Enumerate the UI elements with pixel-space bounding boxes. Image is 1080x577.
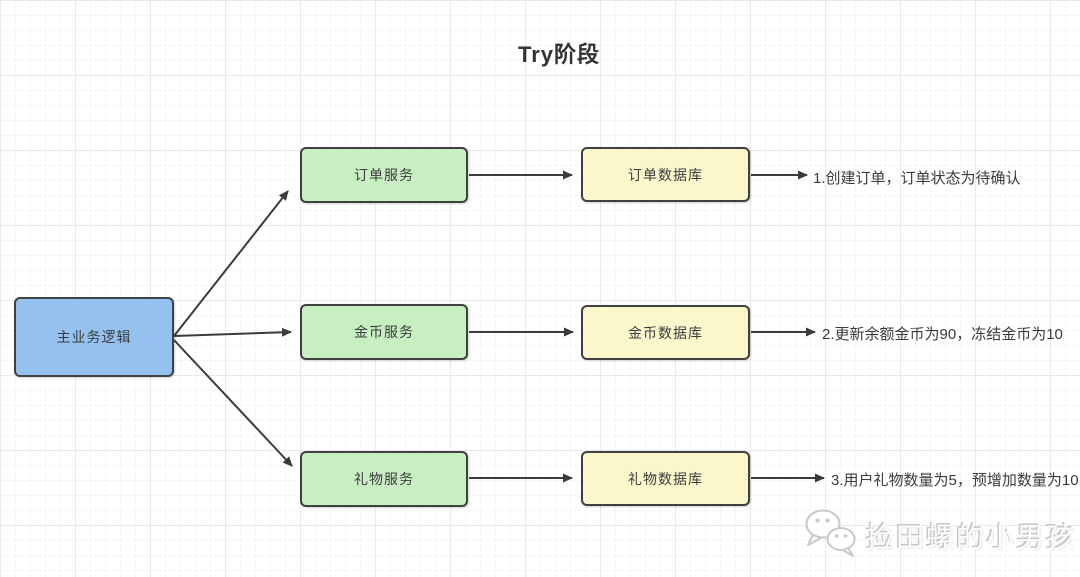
diagram-title: Try阶段 [517, 42, 601, 67]
edge-main-to-gift-service [173, 339, 293, 467]
node-coin-database: 金币数据库 [581, 305, 750, 360]
annotation-order: 1.创建订单，订单状态为待确认 [813, 170, 1021, 187]
watermark: 捡田螺的小男孩 [800, 505, 1076, 566]
node-coin-service: 金币服务 [300, 304, 468, 360]
annotation-coin: 2.更新余额金币为90，冻结金币为10 [822, 326, 1063, 343]
node-order-database: 订单数据库 [581, 147, 750, 202]
node-order-service: 订单服务 [300, 147, 468, 203]
watermark-text: 捡田螺的小男孩 [866, 521, 1077, 553]
edge-main-to-coin-service [173, 327, 292, 337]
wechat-icon [800, 505, 862, 566]
edge-main-to-order-service [173, 190, 289, 337]
node-gift-service: 礼物服务 [300, 451, 468, 507]
annotation-gift: 3.用户礼物数量为5，预增加数量为10 [831, 472, 1079, 489]
node-main-business-logic: 主业务逻辑 [14, 297, 174, 377]
node-gift-database: 礼物数据库 [581, 451, 750, 506]
